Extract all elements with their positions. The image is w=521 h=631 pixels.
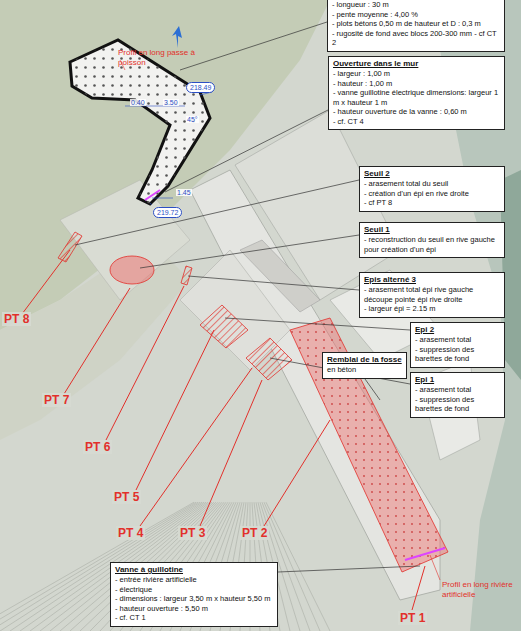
callout-number: PT 1 <box>398 611 427 625</box>
callout-text: - plots bétons 0,50 m de hauteur et D : … <box>332 19 500 29</box>
callout-heading: Epi 2 <box>415 325 500 335</box>
callout-text: - électrique <box>115 585 273 595</box>
dimension: 3.50 <box>163 99 179 106</box>
callout-text: - rugosité de fond avec blocs 200-300 mm… <box>332 29 500 48</box>
callout-number: PT 8 <box>2 312 31 326</box>
callout-box: Remblai de la fosseen béton <box>322 352 407 379</box>
callout-box: Epis alterné 3- arasement total épi rive… <box>359 272 505 318</box>
callout-box: Seuil 2- arasement total du seuil- créat… <box>359 166 505 212</box>
callout-text: - pente moyenne : 4,00 % <box>332 10 500 20</box>
elevation-tag: 219.72 <box>153 207 182 218</box>
callout-text: en béton <box>327 365 402 375</box>
callout-text: - dimensions : largeur 3,50 m x hauteur … <box>115 594 273 604</box>
callout-text: - suppression des barettes de fond <box>415 395 500 414</box>
angle: 45° <box>186 116 199 123</box>
profile-label: Profil en long rivière artificielle <box>442 580 516 599</box>
callout-text: - entrée rivière artificielle <box>115 575 273 585</box>
callout-text: - arasement total épi rive gauche découp… <box>364 285 500 304</box>
callout-number: PT 6 <box>83 440 112 454</box>
dimension: 1.45 <box>176 189 192 196</box>
callout-box: Seuil 1- reconstruction du seuil en rive… <box>359 222 505 258</box>
callout-heading: Epis alterné 3 <box>364 275 500 285</box>
callout-text: - hauteur ouverture de la vanne : 0,60 m <box>333 107 500 117</box>
callout-text: - reconstruction du seuil en rive gauche… <box>364 235 500 254</box>
elevation-tag: 218.49 <box>186 82 215 93</box>
callout-box: - longueur : 30 m- pente moyenne : 4,00 … <box>327 0 505 52</box>
callout-number: PT 3 <box>178 526 207 540</box>
callout-heading: Epi 1 <box>415 375 500 385</box>
callout-heading: Remblai de la fosse <box>327 355 402 365</box>
callout-number: PT 7 <box>42 393 71 407</box>
callout-text: - suppression des barettes de fond <box>415 345 500 364</box>
callout-text: - arasement total <box>415 335 500 345</box>
callout-number: PT 5 <box>112 490 141 504</box>
callout-box: Epi 1- arasement total- suppression des … <box>410 372 505 418</box>
callout-heading: Vanne à guillotine <box>115 565 273 575</box>
callout-text: - cf. CT 1 <box>115 613 273 623</box>
callout-box: Vanne à guillotine- entrée rivière artif… <box>110 562 278 627</box>
callout-heading: Ouverture dans le mur <box>333 59 500 69</box>
dimension: 0.40 <box>130 99 146 106</box>
callout-text: - création d'un épi en rive droite <box>364 189 500 199</box>
callout-box: Epi 2- arasement total- suppression des … <box>410 322 505 368</box>
callout-text: - arasement total du seuil <box>364 179 500 189</box>
callout-text: - vanne guillotine électrique dimensions… <box>333 88 500 107</box>
callout-heading: Seuil 1 <box>364 225 500 235</box>
callout-text: - hauteur ouverture : 5,50 m <box>115 604 273 614</box>
callout-number: PT 4 <box>116 526 145 540</box>
callout-number: PT 2 <box>240 526 269 540</box>
callout-text: - hauteur : 1,00 m <box>333 79 500 89</box>
callout-text: - longueur : 30 m <box>332 0 500 10</box>
callout-text: - cf PT 8 <box>364 198 500 208</box>
callout-text: - largeur épi = 2.15 m <box>364 304 500 314</box>
callout-text: - largeur : 1,00 m <box>333 69 500 79</box>
profile-label: Profil en long passe à poisson <box>118 48 200 67</box>
callout-text: - cf. CT 4 <box>333 117 500 127</box>
callout-text: - arasement total <box>415 385 500 395</box>
callout-box: Ouverture dans le mur- largeur : 1,00 m-… <box>328 56 505 130</box>
callout-heading: Seuil 2 <box>364 169 500 179</box>
